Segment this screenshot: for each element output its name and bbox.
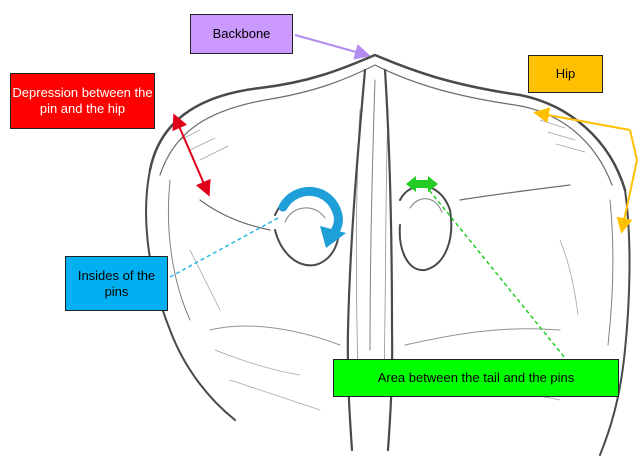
label-backbone: Backbone: [190, 14, 293, 54]
label-depression: Depression between the pin and the hip: [10, 73, 155, 129]
label-area-tail-pins: Area between the tail and the pins: [333, 359, 619, 397]
hip-arrows: [537, 113, 637, 230]
area-leader-line: [425, 185, 565, 358]
label-insides-of-pins: Insides of the pins: [65, 256, 168, 311]
label-hip: Hip: [528, 55, 603, 93]
insides-leader-line: [170, 218, 278, 277]
insides-curved-arrow: [283, 191, 346, 248]
backbone-arrow: [295, 35, 367, 55]
